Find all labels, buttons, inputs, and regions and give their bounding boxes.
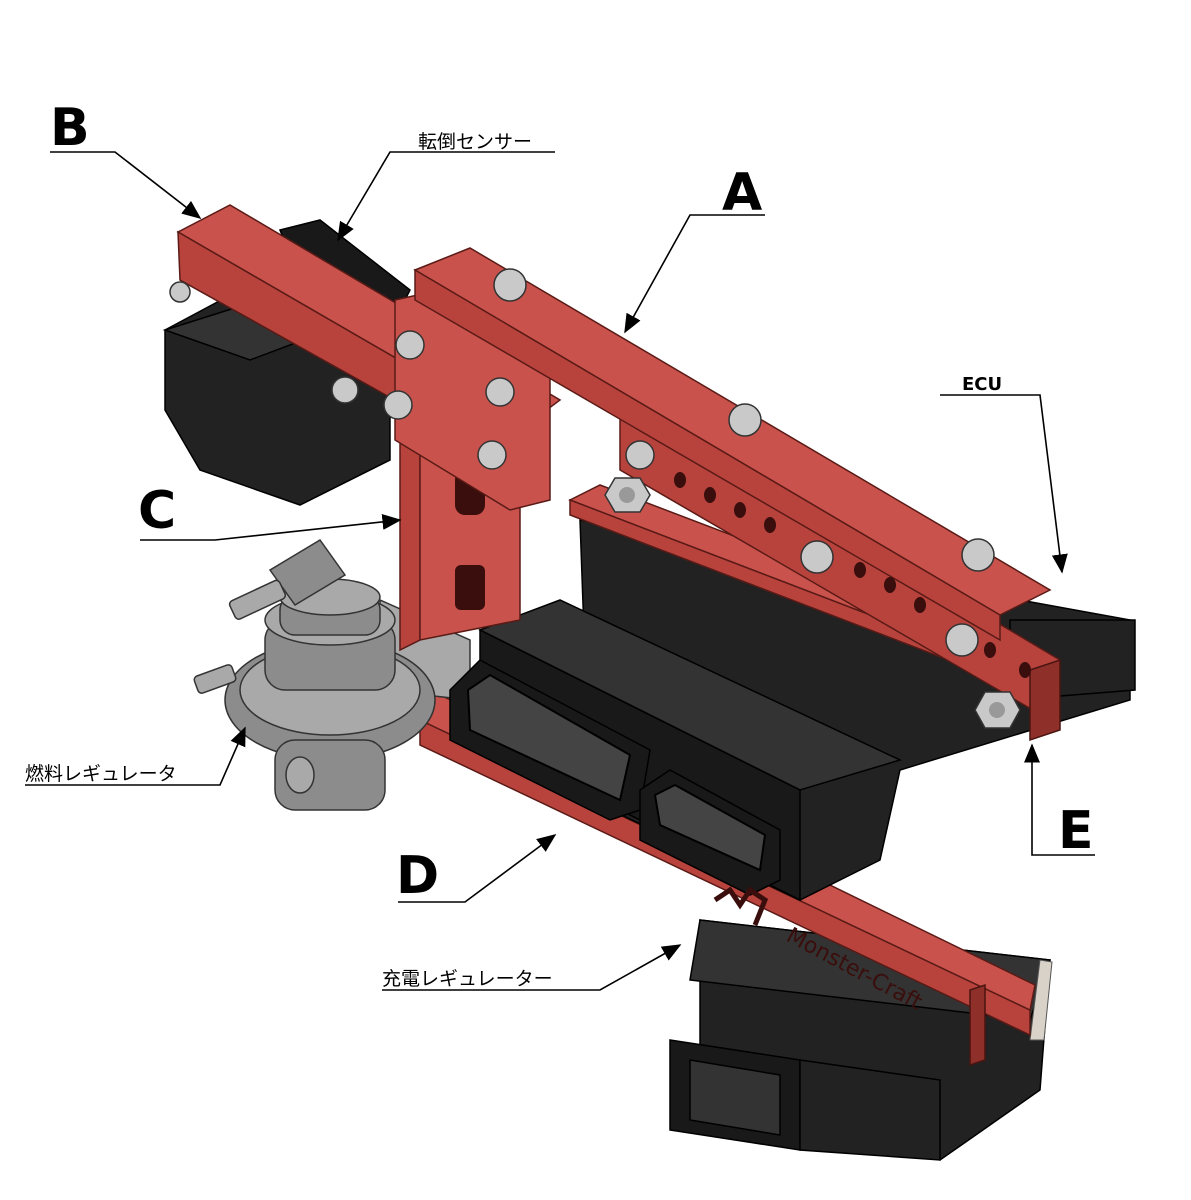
- bolts: [169, 268, 1021, 729]
- label-d: D: [396, 846, 439, 906]
- label-a: A: [722, 163, 762, 223]
- label-e: E: [1058, 801, 1094, 861]
- fuel-regulator-body: [193, 539, 436, 811]
- label-b: B: [50, 98, 90, 158]
- label-ecu: ECU: [962, 374, 1002, 395]
- label-tilt-sensor: 転倒センサー: [418, 131, 532, 153]
- label-fuel-regulator: 燃料レギュレータ: [25, 763, 177, 785]
- charge-regulator-body: [669, 919, 1053, 1161]
- ecu-connector-2: [639, 769, 781, 896]
- label-charge-regulator: 充電レギュレーター: [382, 968, 553, 990]
- leader-lines: [25, 151, 1095, 991]
- bracket-a: [413, 247, 1052, 642]
- ecu-connector-1: [449, 659, 651, 821]
- bracket-e-holes: [674, 472, 1031, 678]
- label-c: C: [138, 481, 176, 541]
